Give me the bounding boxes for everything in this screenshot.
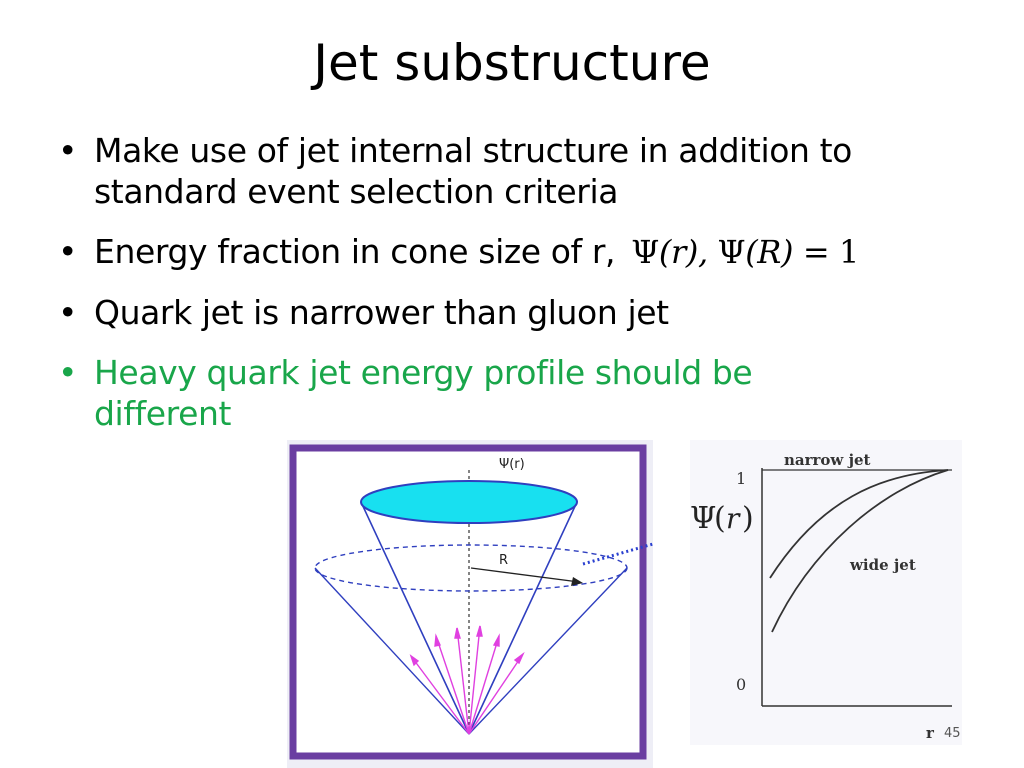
particle-arrow xyxy=(410,655,470,735)
page-number: 45 xyxy=(944,726,961,741)
bullet-item: • Quark jet is narrower than gluon jet xyxy=(58,292,958,333)
arrow-head-icon xyxy=(454,627,461,639)
arrow-head-icon xyxy=(409,654,420,667)
plot-background xyxy=(690,440,962,745)
wide-jet-label: wide jet xyxy=(849,556,916,574)
formula-psi: Ψ xyxy=(631,233,659,271)
formula-psi-2: Ψ xyxy=(717,233,746,271)
radius-arrow-head-icon xyxy=(571,577,583,586)
formula-R-part: (R) xyxy=(745,233,794,271)
bullet-list: • Make use of jet internal structure in … xyxy=(58,130,958,453)
jet-cone-figure: R Ψ(r) xyxy=(287,440,653,768)
bullet-dot-icon: • xyxy=(58,353,78,392)
psi-r-plot: narrow jet wide jet 1 0 r Ψ ( r ) xyxy=(690,440,962,745)
arrow-head-icon xyxy=(434,633,441,647)
bullet-item: • Energy fraction in cone size of r, Ψ(r… xyxy=(58,231,958,273)
y-bottom-tick: 0 xyxy=(736,675,746,694)
y-axis-r: r xyxy=(726,502,741,535)
bullet-text: Energy fraction in cone size of r, xyxy=(94,232,616,271)
y-axis-close-paren: ) xyxy=(742,501,754,536)
bullet-text: Quark jet is narrower than gluon jet xyxy=(94,293,669,332)
particle-arrows xyxy=(409,625,525,735)
bullet-dot-icon: • xyxy=(58,293,78,332)
particle-arrow xyxy=(435,635,470,735)
bullet-item: • Make use of jet internal structure in … xyxy=(58,130,958,212)
formula-r-part: (r), xyxy=(658,233,718,271)
particle-arrow xyxy=(468,625,481,735)
outer-cone-left-edge xyxy=(314,567,470,735)
bullet-text: Heavy quark jet energy profile should be… xyxy=(94,353,753,433)
cone-left-edge xyxy=(360,501,470,735)
bullet-dot-icon: • xyxy=(58,131,78,170)
arrow-head-icon xyxy=(513,651,525,665)
bullet-text: Make use of jet internal structure in ad… xyxy=(94,131,852,211)
particle-arrow xyxy=(468,635,500,735)
radius-R-ellipse xyxy=(314,544,628,592)
radius-label: R xyxy=(499,553,508,568)
formula-equals: = 1 xyxy=(793,233,860,271)
jet-cone-diagram: R Ψ(r) xyxy=(289,444,653,760)
psi-r-label: Ψ(r) xyxy=(499,457,525,472)
psi-r-ellipse xyxy=(360,480,578,524)
x-axis-label: r xyxy=(926,724,935,742)
narrow-jet-curve xyxy=(769,469,949,579)
slide-title: Jet substructure xyxy=(313,34,711,92)
bullet-item-highlight: • Heavy quark jet energy profile should … xyxy=(58,352,884,434)
outer-cone-right-edge xyxy=(468,567,628,735)
cone-right-edge xyxy=(468,501,578,735)
particle-arrow xyxy=(456,627,470,735)
y-top-tick: 1 xyxy=(736,469,746,488)
bullet-dot-icon: • xyxy=(58,232,78,271)
y-axis-psi: Ψ xyxy=(690,501,716,536)
psi-r-curves: narrow jet wide jet 1 0 r Ψ ( r ) xyxy=(690,440,962,745)
wide-jet-curve xyxy=(771,469,949,633)
psi-formula: Ψ(r), Ψ(R) = 1 xyxy=(631,233,859,271)
particle-arrow xyxy=(468,653,524,735)
radius-arrow-line xyxy=(470,567,580,583)
arrow-head-icon xyxy=(492,633,500,647)
y-axis-open-paren: ( xyxy=(714,501,726,536)
narrow-jet-label: narrow jet xyxy=(784,451,871,469)
link-dots xyxy=(582,542,653,566)
arrow-head-icon xyxy=(476,625,483,637)
